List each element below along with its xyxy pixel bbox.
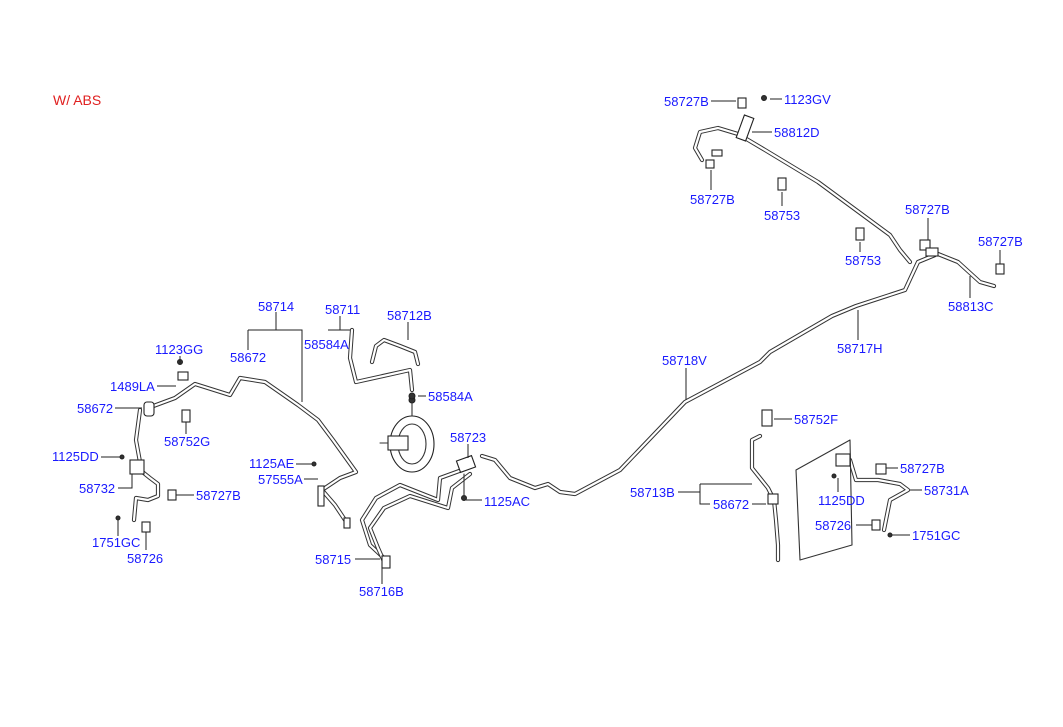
label-58727b-r1: 58727B: [905, 202, 950, 217]
label-58727b-mid: 58727B: [690, 192, 735, 207]
label-58711: 58711: [325, 302, 360, 317]
label-58753-top: 58753: [764, 208, 800, 223]
label-58732: 58732: [79, 481, 115, 496]
label-58812d: 58812D: [774, 125, 820, 140]
label-1123gv: 1123GV: [784, 92, 831, 107]
diagram-title: W/ ABS: [53, 92, 101, 108]
pipe-58718v: [479, 252, 938, 497]
pipe-58716b: [367, 471, 473, 569]
label-1125ac: 1125AC: [484, 494, 530, 509]
connector-58723: [455, 454, 477, 501]
label-58752f: 58752F: [794, 412, 838, 427]
label-58727b-l: 58727B: [196, 488, 241, 503]
label-1751gc-l: 1751GC: [92, 535, 140, 550]
leader-lines: [101, 98, 1001, 584]
label-58718v: 58718V: [662, 353, 707, 368]
label-58717h: 58717H: [837, 341, 883, 356]
label-1125dd-l: 1125DD: [52, 449, 99, 464]
label-1125ae: 1125AE: [249, 456, 295, 471]
label-58752g: 58752G: [164, 434, 210, 449]
label-57555a: 57555A: [258, 472, 303, 487]
label-58584a-a: 58584A: [304, 337, 349, 352]
label-58727b-r2: 58727B: [978, 234, 1023, 249]
label-58753-mid: 58753: [845, 253, 881, 268]
label-58672-c: 58672: [713, 497, 749, 512]
master-cylinder: [387, 435, 409, 451]
label-58672-a: 58672: [230, 350, 266, 365]
label-58727b-top: 58727B: [664, 94, 709, 109]
label-1751gc-r: 1751GC: [912, 528, 960, 543]
pipe-58732: [131, 467, 161, 523]
brake-booster: [379, 396, 435, 473]
label-58726-r: 58726: [815, 518, 851, 533]
label-58813c: 58813C: [948, 299, 994, 314]
brake-pipes: [131, 125, 997, 569]
label-58712b: 58712B: [387, 308, 432, 323]
part-labels: 58727B 1123GV 58812D 58727B 58753 58727B…: [52, 92, 1023, 599]
label-1123gg: 1123GG: [155, 342, 203, 357]
label-58584a-b: 58584A: [428, 389, 473, 404]
label-58715: 58715: [315, 552, 351, 567]
pipe-58714: [145, 375, 359, 523]
rear-bracket: [795, 439, 853, 561]
label-58713b: 58713B: [630, 485, 675, 500]
label-58723: 58723: [450, 430, 486, 445]
label-58716b: 58716B: [359, 584, 404, 599]
label-1125dd-r: 1125DD: [818, 493, 865, 508]
label-58727b-rr: 58727B: [900, 461, 945, 476]
label-1489la: 1489LA: [110, 379, 155, 394]
label-58672-b: 58672: [77, 401, 113, 416]
label-58731a: 58731A: [924, 483, 969, 498]
label-58714: 58714: [258, 299, 294, 314]
clip-parts: [115, 95, 1005, 569]
label-58726-l: 58726: [127, 551, 163, 566]
